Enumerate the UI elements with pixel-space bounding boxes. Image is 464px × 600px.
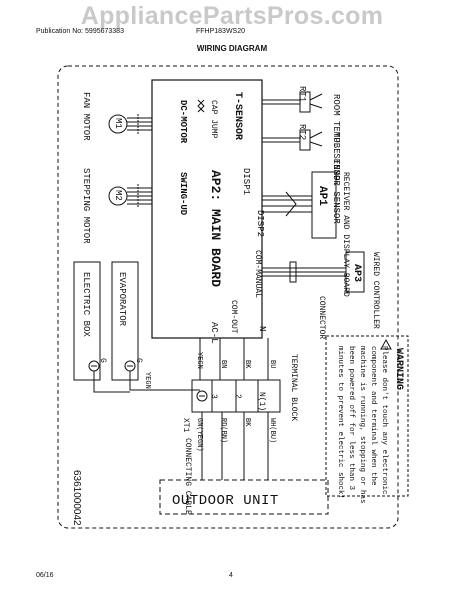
outdoor-unit-box	[159, 479, 329, 515]
ground-wire	[93, 378, 200, 393]
label-m1: M1	[113, 118, 123, 129]
receiver-board-symbol	[262, 171, 337, 239]
wire-wh-bu: WH(BU)	[268, 418, 276, 443]
label-yegn-ground: YEGN	[143, 372, 151, 389]
warning-line-4: been powered off for less than 3	[347, 346, 355, 491]
label-evaporator: EVAPORATOR	[117, 272, 127, 327]
wire-bn: BN	[219, 360, 227, 368]
ac-wires	[199, 338, 269, 380]
port-t-sensor: T-SENSOR	[232, 92, 243, 140]
evaporator-box	[111, 261, 139, 381]
page-number: 4	[229, 572, 233, 579]
wire-gn-yegn: GN(YEGN)	[195, 418, 203, 452]
port-swing-ud: SWING-UD	[178, 172, 188, 216]
port-disp1: DISP1	[241, 168, 251, 195]
wire-yegn: YEGN	[195, 352, 203, 369]
watermark: AppliancePartsPros.com	[80, 2, 384, 30]
terminal-block	[191, 379, 281, 413]
tube-sensor-symbol	[262, 129, 323, 151]
label-rt2: RT2	[297, 124, 307, 140]
warning-line-3: machine is running, stopping or has	[358, 346, 366, 504]
label-xt1: XT1	[181, 418, 190, 433]
wired-controller-symbol	[262, 251, 365, 293]
label-ap3: AP3	[351, 264, 362, 282]
port-disp2: DISP2	[255, 210, 265, 237]
label-ap1: AP1	[316, 186, 328, 206]
connecting-cable-wires	[201, 412, 269, 480]
label-rt1: RT1	[297, 86, 307, 102]
terminal-2-label: 2	[233, 394, 242, 399]
room-sensor-symbol	[262, 91, 323, 113]
terminal-1-label: N(1)	[257, 392, 266, 411]
publication-number: Publication No: 5995673383	[36, 28, 124, 35]
wire-bk: BK	[243, 360, 251, 369]
label-terminal-block: TERMINAL BLOCK	[289, 354, 298, 421]
label-connecting-cable: CONNECTING CABLE	[183, 438, 192, 515]
port-com-out: COM-OUT	[229, 300, 238, 334]
warning-heading: WARNING	[393, 348, 404, 390]
label-stepping-motor: STEPPING MOTOR	[81, 168, 91, 244]
wire-rd-bn: RD(BN)	[219, 418, 227, 443]
port-ac-l: AC-L	[209, 322, 219, 344]
label-wired-controller: WIRED CONTROLLER	[371, 252, 380, 329]
label-fan-motor: FAN MOTOR	[81, 92, 91, 141]
label-m2: M2	[113, 190, 123, 201]
indoor-unit-boundary	[57, 65, 399, 529]
fan-motor-symbol	[108, 114, 152, 134]
stepping-motor-symbol	[108, 184, 152, 208]
terminal-3-label: 3	[209, 394, 218, 399]
label-connector: CONNECTOR	[317, 296, 326, 339]
main-board	[151, 79, 263, 339]
warning-line-1: Please don't touch any electronic	[380, 346, 388, 495]
warning-line-5: minutes to prevent electric shock!	[336, 346, 344, 499]
footer-date: 06/16	[36, 572, 54, 579]
warning-line-2: component and terminal when the	[369, 346, 377, 486]
cap-jump-symbol	[197, 99, 205, 113]
label-ground-g-electric-box: G	[98, 358, 107, 363]
electric-box-frame	[73, 261, 101, 381]
wire-bu: BU	[268, 360, 276, 368]
warning-box	[325, 335, 409, 497]
label-room-sensor: ROOM TEMP. SENSOR	[331, 94, 341, 186]
document-number: 6361000042	[71, 470, 82, 526]
port-cap-jump: CAP JUMP	[209, 100, 218, 139]
port-dc-motor: DC-MOTOR	[178, 100, 188, 144]
outdoor-unit-label: OUTDOOR UNIT	[172, 493, 279, 509]
label-electric-box: ELECTRIC BOX	[81, 272, 91, 337]
main-board-label: AP2: MAIN BOARD	[208, 170, 223, 287]
port-com-manual: COM-MANUAL	[253, 250, 262, 298]
wire-bk-out: BK	[243, 418, 251, 427]
port-n: N	[257, 326, 267, 331]
model-number: FFHP183WS20	[196, 28, 246, 35]
page-title: WIRING DIAGRAM	[196, 44, 268, 53]
label-receiver-board: RECEIVER AND DISPLAY BOARD	[341, 172, 350, 297]
